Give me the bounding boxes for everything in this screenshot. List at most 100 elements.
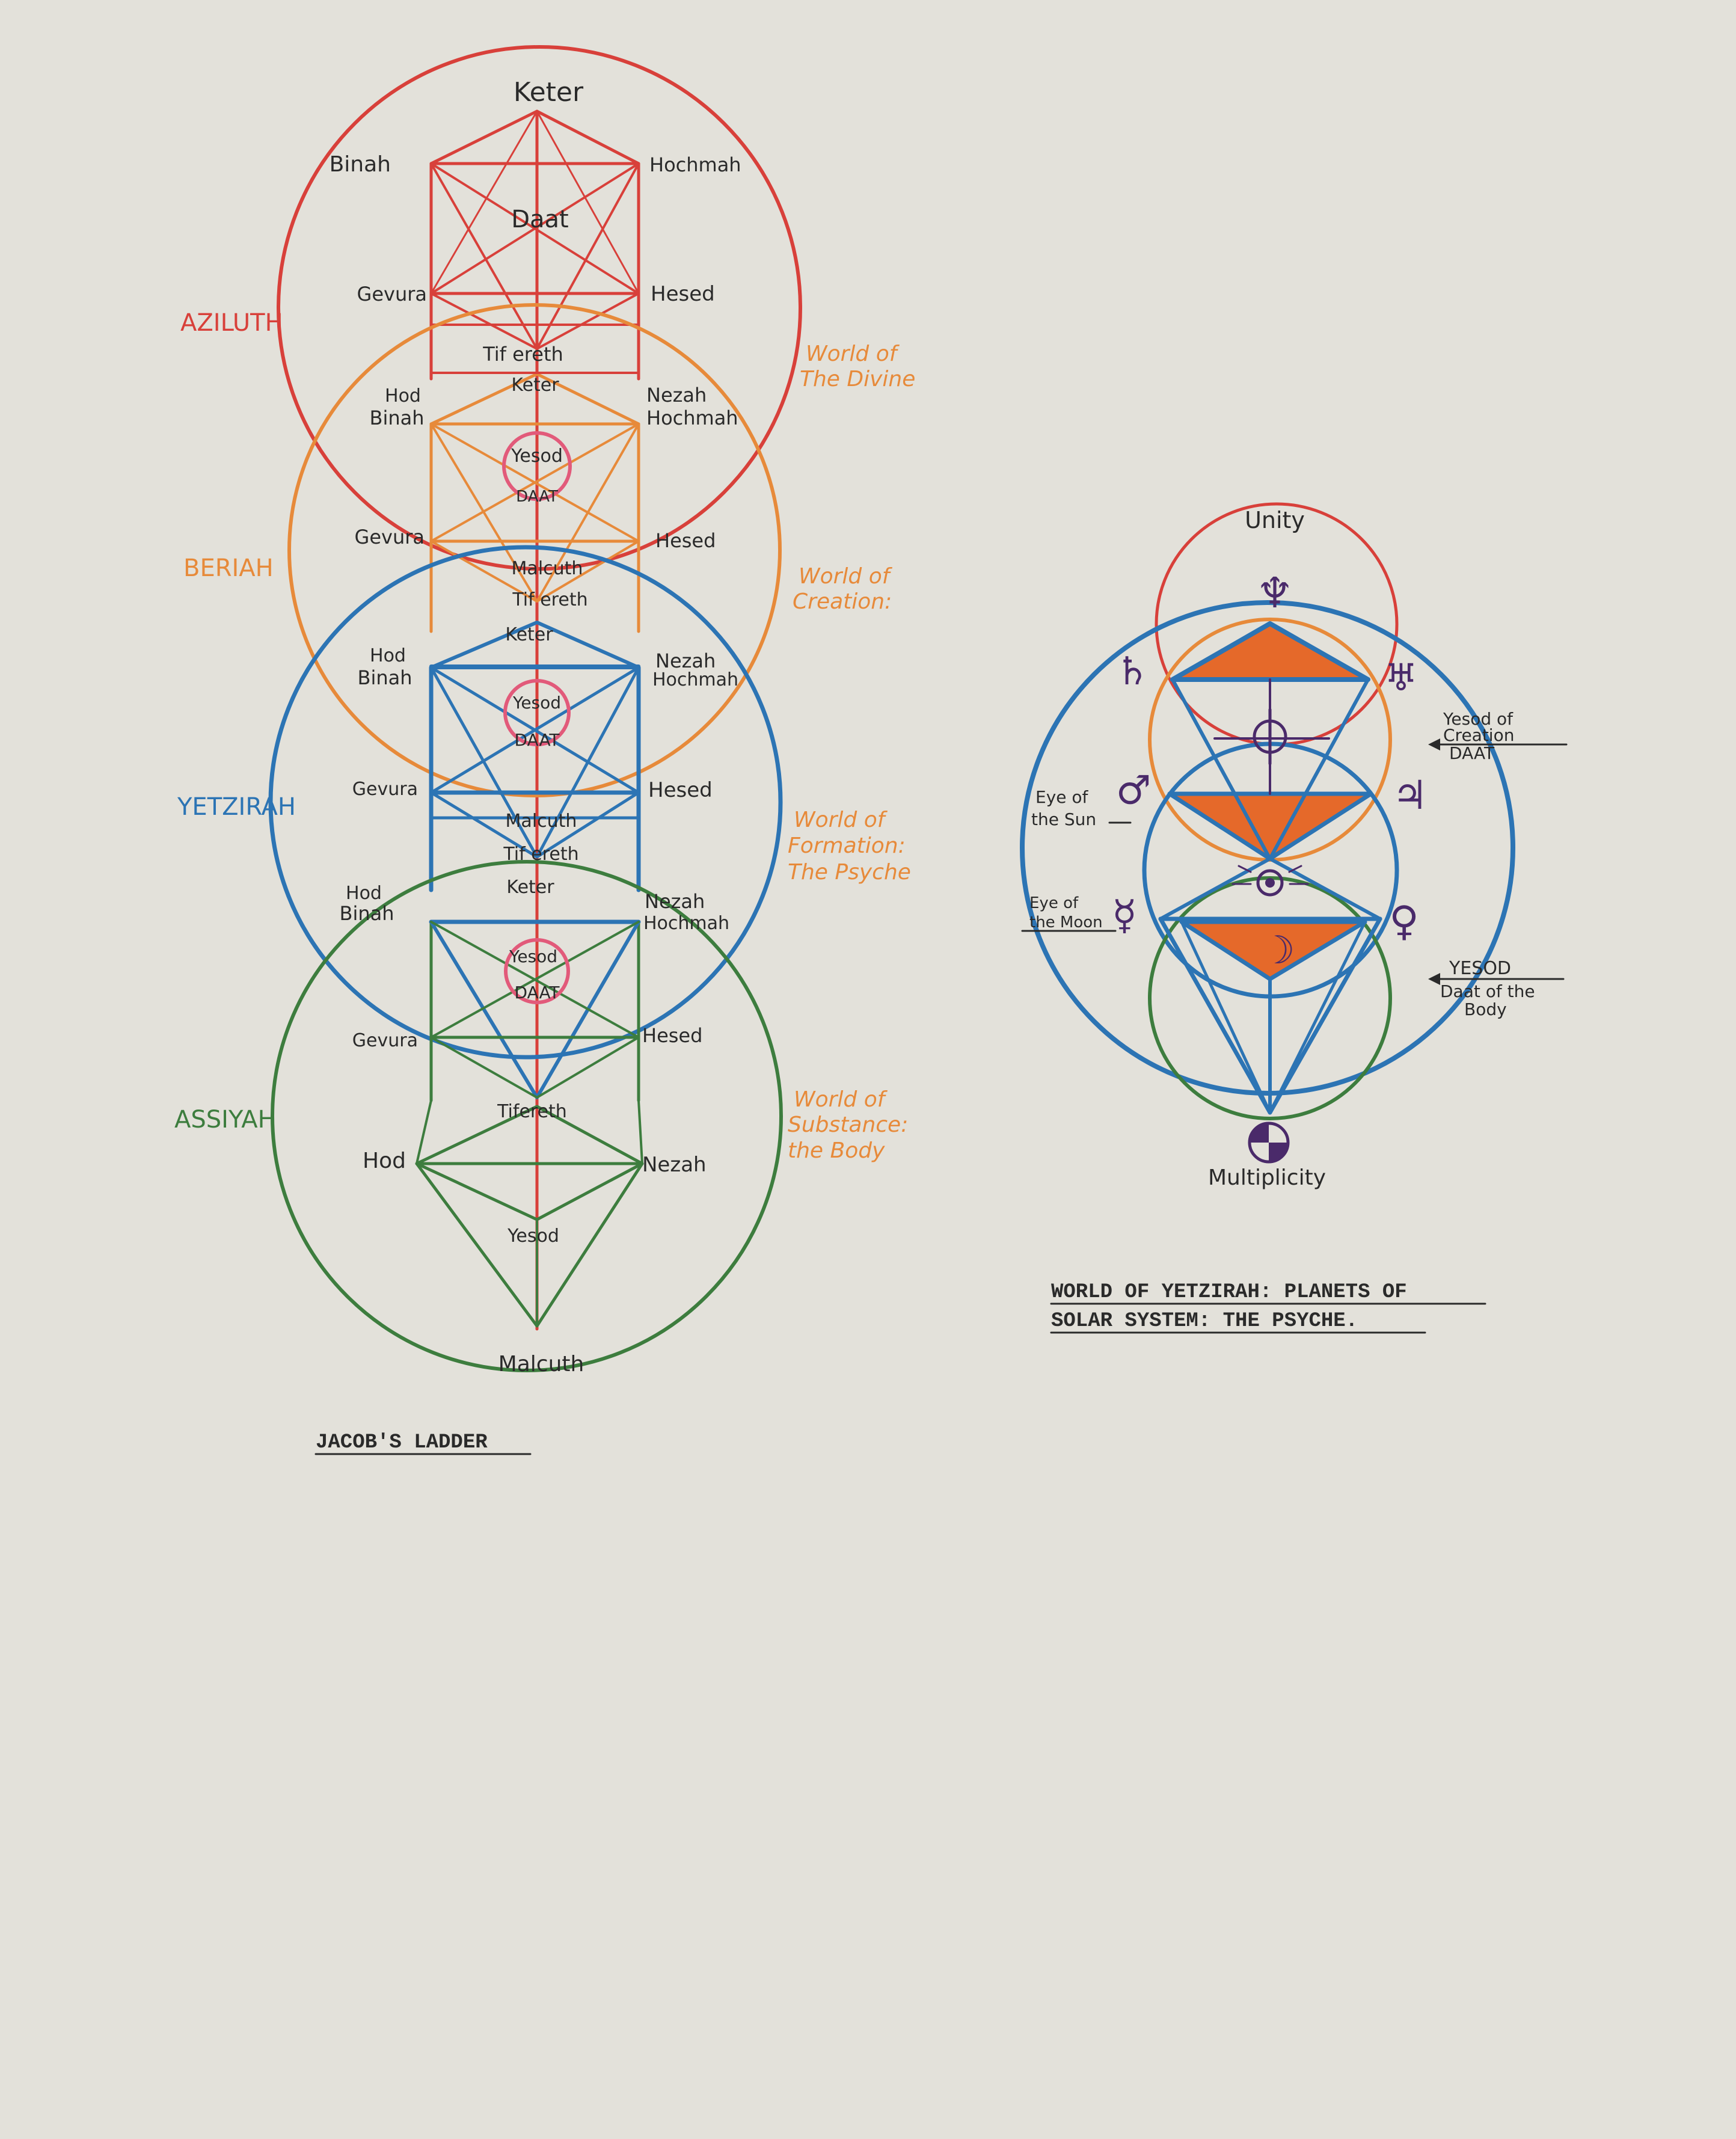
- label-gevura: Gevura: [352, 779, 418, 800]
- world-subtitle-yetzirah: World of: [794, 808, 888, 832]
- path: [430, 292, 538, 350]
- world-aziluth: [277, 45, 802, 571]
- mars-glyph: ♂: [1115, 767, 1151, 814]
- label-hochmah: Hochmah: [646, 407, 738, 429]
- label-tiferet: Tif ereth: [503, 844, 578, 865]
- world-name-aziluth: AZILUTH: [180, 309, 283, 337]
- eye-sun-label: the Sun: [1031, 809, 1096, 829]
- triangle: [429, 372, 640, 426]
- label-keter: Keter: [505, 624, 553, 645]
- label-daat: Daat: [511, 206, 569, 233]
- label-binah: Binah: [339, 902, 394, 925]
- path: [429, 666, 640, 794]
- path: [536, 292, 640, 350]
- yesod-circle: [504, 938, 570, 1004]
- world-yetzirah: [268, 545, 783, 1060]
- eye-sun-label: Eye of: [1035, 787, 1089, 807]
- label-malcuth: Malcuth: [506, 811, 577, 832]
- label-hod-lower: Hod: [363, 1149, 406, 1173]
- world-subtitle-yetzirah: The Psyche: [788, 860, 911, 885]
- label-hesed: Hesed: [648, 778, 713, 802]
- planets-caption: WORLD OF YETZIRAH: PLANETS OF: [1051, 1281, 1407, 1304]
- path: [416, 1099, 432, 1165]
- path: [535, 791, 640, 859]
- label-hesed: Hesed: [655, 529, 716, 552]
- world-subtitle-aziluth: World of: [806, 342, 900, 366]
- path: [430, 1036, 538, 1099]
- label-nezah: Nezah: [645, 890, 705, 913]
- world-assiyah: [271, 860, 783, 1372]
- lower-triangle: [1179, 919, 1367, 981]
- label-gevura: Gevura: [352, 1030, 418, 1051]
- path: [1268, 857, 1382, 921]
- earth-glyph-fill: [1250, 1123, 1269, 1143]
- label-hod: Hod: [346, 883, 382, 904]
- path: [1171, 678, 1272, 861]
- label-hochmah: Hochmah: [649, 153, 741, 176]
- world-subtitle-beriah: Creation:: [793, 589, 892, 614]
- path: [430, 423, 640, 542]
- middle-triangle: [1167, 791, 1373, 861]
- world-circle-assiyah: [271, 860, 783, 1372]
- world-beriah: [287, 303, 782, 797]
- path: [430, 110, 538, 295]
- top-triangle: [1170, 621, 1370, 682]
- path: [430, 423, 538, 603]
- path: [429, 920, 539, 1099]
- multiplicity-label: Multiplicity: [1208, 1165, 1326, 1190]
- label-daat: DAAT: [514, 983, 560, 1002]
- path: [536, 1105, 643, 1165]
- keter-top-label: Keter: [514, 77, 584, 108]
- path: [429, 666, 539, 859]
- label-keter: Keter: [511, 375, 559, 396]
- path: [1268, 920, 1367, 1114]
- label-tiferet: Tif ereth: [512, 589, 587, 610]
- yesod-creation-label: Yesod of: [1443, 709, 1514, 729]
- arrowhead: [1428, 738, 1440, 750]
- label-nezah: Nezah: [646, 384, 707, 407]
- path: [430, 921, 640, 1039]
- path: [429, 791, 539, 859]
- label-nezah: Nezah: [655, 649, 716, 672]
- eye-moon-label: Eye of: [1029, 894, 1079, 912]
- circle-unity: [1155, 502, 1399, 746]
- path: [430, 162, 538, 350]
- path: [1268, 916, 1382, 1115]
- world-name-beriah: BERIAH: [183, 554, 274, 582]
- world-subtitle-beriah: World of: [799, 564, 893, 589]
- label-daat: DAAT: [516, 488, 558, 506]
- label-malcuth: Malcuth: [512, 558, 583, 579]
- label-binah: Binah: [357, 666, 412, 689]
- earth-glyph-fill: [1269, 1143, 1288, 1162]
- path: [416, 1105, 538, 1165]
- path: [1180, 920, 1272, 1114]
- path: [430, 540, 538, 603]
- world-subtitle-assiyah: the Body: [788, 1138, 885, 1163]
- path: [536, 423, 640, 603]
- world-subtitle-assiyah: Substance:: [788, 1112, 908, 1137]
- keter-triangle: [429, 109, 640, 165]
- label-yesod: Yesod: [509, 947, 557, 966]
- world-circle-beriah: [287, 303, 782, 797]
- unity-label: Unity: [1245, 507, 1305, 533]
- path: [535, 666, 640, 859]
- label-hesed: Hesed: [642, 1024, 702, 1047]
- eye-moon-label: the Moon: [1029, 913, 1103, 931]
- eye-ray: [1238, 865, 1252, 873]
- path: [536, 110, 640, 295]
- circle-outer-blue: [1020, 600, 1515, 1096]
- path: [430, 162, 640, 295]
- mercury-glyph: ☿: [1112, 892, 1137, 939]
- label-gevura: Gevura: [355, 526, 425, 548]
- label-hod: Hod: [370, 645, 406, 666]
- label-binah: Binah: [330, 152, 391, 177]
- label-hod: Hod: [385, 385, 421, 407]
- yesod-creation-label: DAAT: [1449, 743, 1495, 763]
- path: [536, 1036, 640, 1099]
- label-yesod: Yesod: [512, 693, 561, 713]
- label-hesed: Hesed: [651, 282, 715, 306]
- yesod-body-label: Daat of the: [1440, 981, 1535, 1001]
